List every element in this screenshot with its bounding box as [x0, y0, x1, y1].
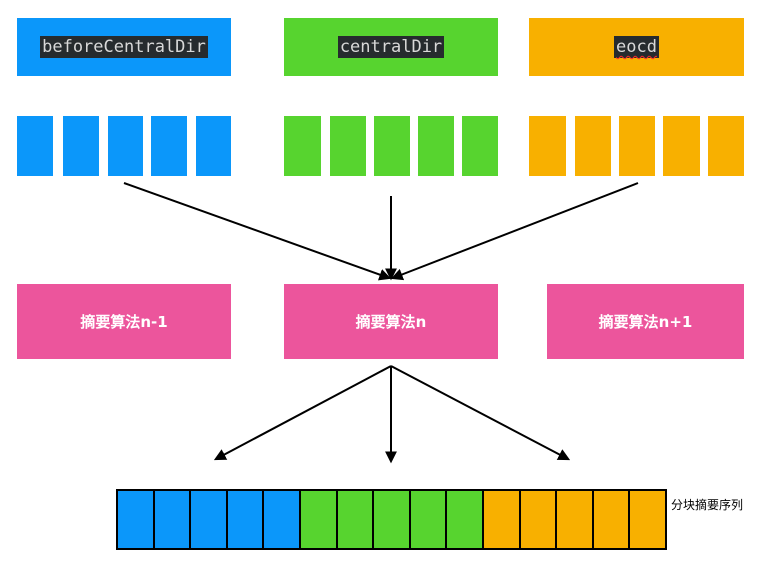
sequence-cell-3 — [190, 490, 227, 549]
sequence-cell-7 — [336, 490, 374, 549]
block-central-dir-3 — [374, 116, 410, 176]
sequence-cell-11 — [482, 490, 520, 549]
arrow-algo-to-left — [213, 365, 392, 461]
digest-sequence — [116, 489, 667, 550]
section-before-central-dir: beforeCentralDir — [17, 18, 231, 76]
block-before-central-dir-2 — [63, 116, 99, 176]
block-central-dir-4 — [418, 116, 454, 176]
sequence-cell-15 — [629, 490, 666, 549]
algo-label-n: 摘要算法n — [355, 313, 427, 331]
block-before-central-dir-4 — [151, 116, 187, 176]
algo-label-n-plus-1: 摘要算法n+1 — [598, 313, 693, 331]
block-before-central-dir-5 — [196, 116, 231, 176]
sequence-cell-5 — [263, 490, 300, 549]
block-eocd-1 — [529, 116, 566, 176]
algo-label-n-minus-1: 摘要算法n-1 — [80, 313, 168, 331]
block-before-central-dir-1 — [17, 116, 53, 176]
sequence-cell-10 — [446, 490, 483, 549]
sequence-cell-4 — [226, 490, 264, 549]
block-central-dir-1 — [284, 116, 321, 176]
sequence-cell-8 — [373, 490, 410, 549]
block-central-dir-2 — [330, 116, 366, 176]
section-label-central-dir: centralDir — [337, 36, 445, 58]
sequence-cell-2 — [153, 490, 191, 549]
sequence-cell-9 — [409, 490, 447, 549]
sequence-cell-1 — [117, 490, 154, 549]
sequence-cell-6 — [299, 490, 337, 549]
block-eocd-4 — [663, 116, 700, 176]
sequence-cell-12 — [519, 490, 557, 549]
block-eocd-5 — [708, 116, 744, 176]
arrow-algo-to-right — [390, 365, 571, 461]
block-eocd-3 — [619, 116, 655, 176]
section-eocd: eocd — [529, 18, 744, 76]
arrow-before-central-dir-to-algo — [123, 182, 392, 281]
algo-box-n: 摘要算法n — [284, 284, 498, 359]
algo-box-n-plus-1: 摘要算法n+1 — [547, 284, 744, 359]
block-eocd-2 — [575, 116, 611, 176]
section-central-dir: centralDir — [284, 18, 498, 76]
section-label-eocd: eocd — [614, 36, 659, 58]
section-label-before-central-dir: beforeCentralDir — [40, 36, 208, 58]
arrow-eocd-to-algo — [390, 182, 639, 281]
sequence-cell-13 — [556, 490, 593, 549]
block-central-dir-5 — [462, 116, 498, 176]
sequence-cell-14 — [592, 490, 630, 549]
block-before-central-dir-3 — [108, 116, 143, 176]
algo-box-n-minus-1: 摘要算法n-1 — [17, 284, 231, 359]
digest-sequence-label: 分块摘要序列 — [671, 498, 744, 512]
